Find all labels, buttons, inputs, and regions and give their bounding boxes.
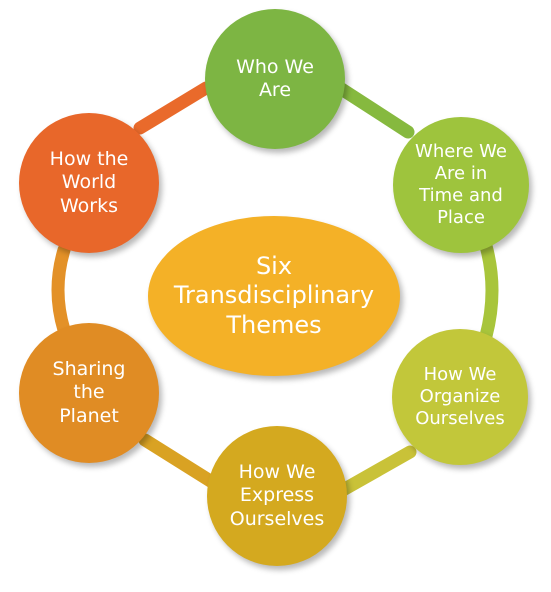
theme-label: How We Express Ourselves — [229, 461, 325, 530]
theme-label: How We Organize Ourselves — [415, 364, 505, 429]
theme-label: Where We Are in Time and Place — [415, 141, 507, 228]
arc-organize-to-express — [336, 445, 417, 497]
arc-express-to-sharing — [138, 433, 219, 489]
theme-who-we-are: Who We Are — [205, 9, 345, 149]
arc-who-to-where — [333, 81, 415, 139]
theme-label: Sharing the Planet — [52, 358, 126, 427]
arc-where-to-organize — [479, 239, 499, 343]
theme-how-we-express-ourselves: How We Express Ourselves — [207, 426, 347, 566]
theme-label: Who We Are — [236, 55, 314, 101]
theme-label: How the World Works — [49, 148, 129, 217]
theme-where-we-are-in-time-and-place: Where We Are in Time and Place — [393, 117, 529, 253]
arc-how-to-who — [133, 81, 213, 135]
theme-sharing-the-planet: Sharing the Planet — [19, 323, 159, 463]
theme-how-the-world-works: How the World Works — [19, 113, 159, 253]
center-six-transdisciplinary-themes: Six Transdisciplinary Themes — [148, 216, 400, 376]
center-label: Six Transdisciplinary Themes — [173, 252, 375, 339]
theme-how-we-organize-ourselves: How We Organize Ourselves — [392, 329, 528, 465]
arc-sharing-to-how — [51, 243, 71, 337]
